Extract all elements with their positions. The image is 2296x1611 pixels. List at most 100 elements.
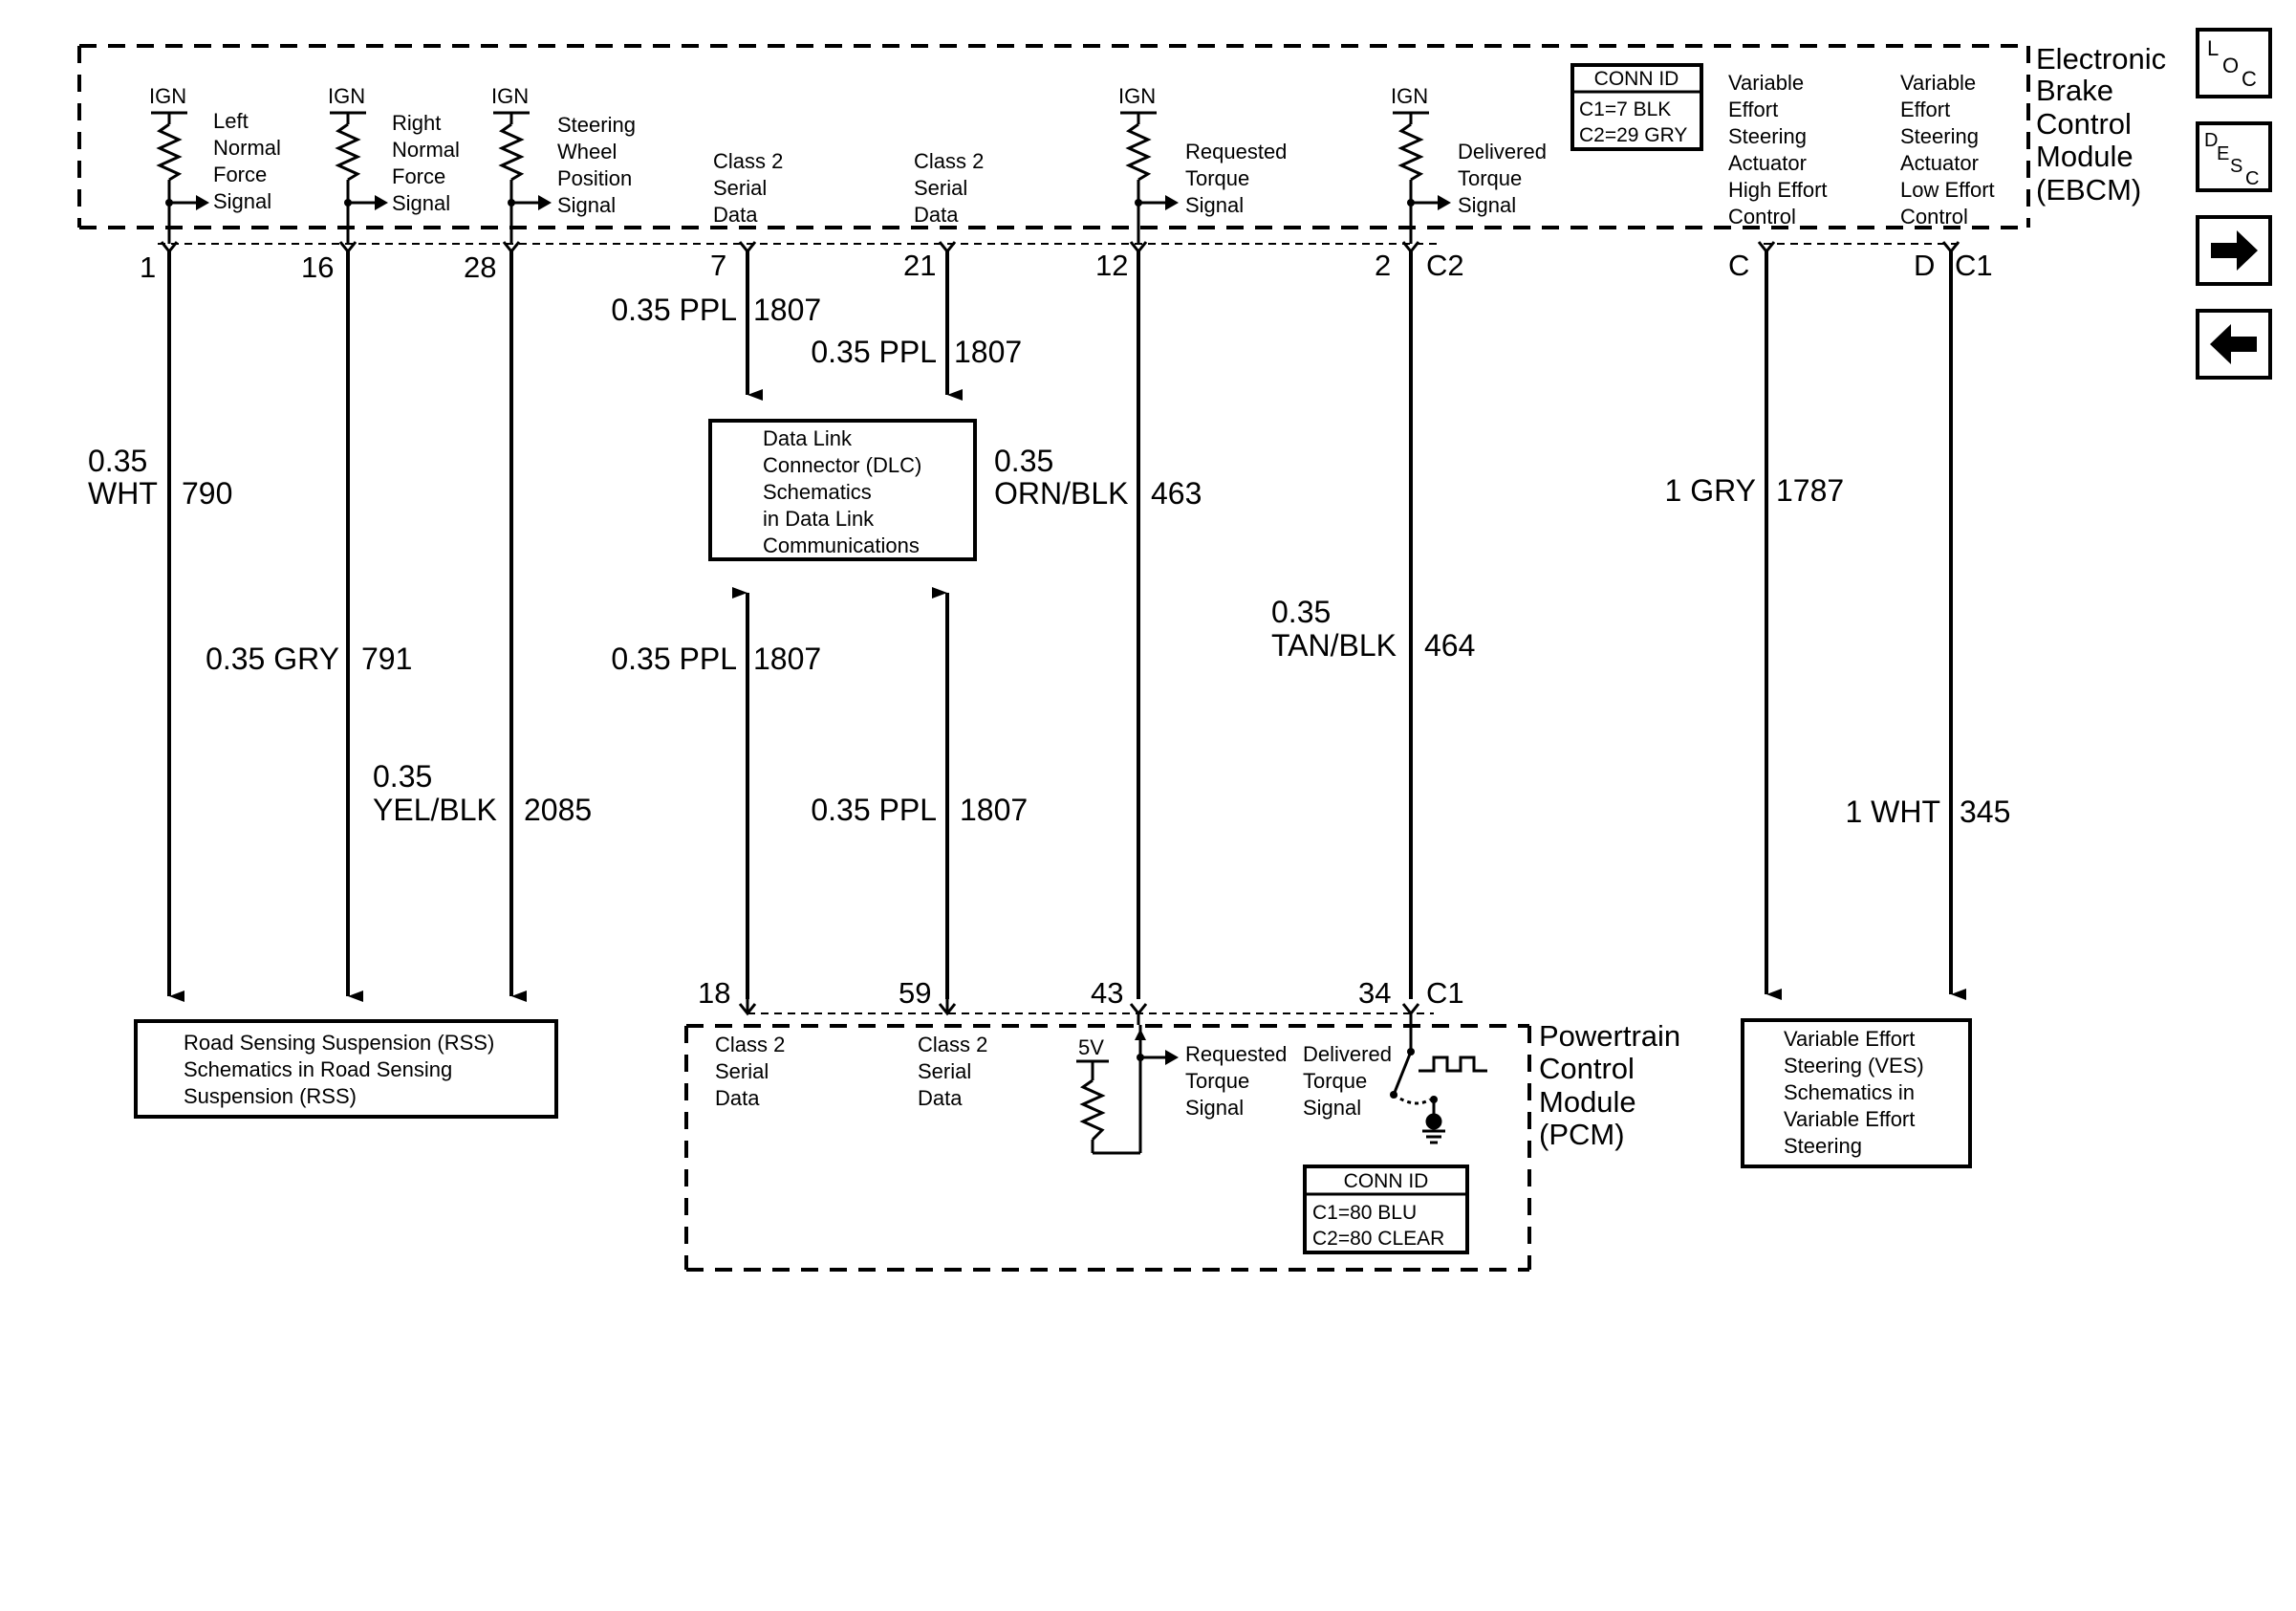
pin-label: 12	[1095, 249, 1128, 282]
pin-label: 21	[903, 249, 936, 282]
back-button[interactable]	[2196, 309, 2272, 380]
connector-label: C1	[1955, 249, 1993, 282]
pcm-delivered-torque-label: Delivered Torque Signal	[1303, 1042, 1397, 1120]
wire-labels: 0.35 WHT 790 0.35 GRY 791 0.35 YEL/BLK 2…	[88, 293, 2010, 829]
rss-reference-box[interactable]: Road Sensing Suspension (RSS) Schematics…	[134, 1019, 558, 1119]
pin-label: 1	[140, 250, 156, 284]
loc-letter: C	[2242, 67, 2257, 91]
pcm-title: Powertrain Control Module (PCM)	[1539, 1019, 1689, 1151]
connector-label: C1	[1426, 976, 1464, 1010]
wire-color: YEL/BLK	[373, 793, 497, 827]
dlc-reference-box[interactable]: Data Link Connector (DLC) Schematics in …	[708, 419, 977, 561]
wire-circuit: 790	[182, 476, 232, 511]
requested-torque-label: Requested Torque Signal	[1185, 140, 1293, 217]
desc-letter: C	[2245, 168, 2259, 189]
connector-forks-bottom	[738, 999, 1420, 1016]
wire-circuit: 1787	[1776, 473, 1844, 508]
signal-arrow-icon	[196, 195, 209, 210]
wire-color: TAN/BLK	[1271, 628, 1397, 663]
ground-icon	[1422, 1113, 1445, 1144]
conn-id-line: C1=80 BLU	[1312, 1202, 1417, 1224]
resistor-icon	[1397, 122, 1424, 182]
wire-circuit: 2085	[524, 793, 592, 827]
wire-gauge-color: 0.35 PPL	[611, 642, 737, 676]
wire-circuit: 1807	[960, 793, 1028, 827]
ign-label: IGN	[149, 84, 186, 108]
pin-label: 34	[1358, 976, 1391, 1010]
wire-color: ORN/BLK	[994, 476, 1128, 511]
ign-label: IGN	[1118, 84, 1156, 108]
loc-letter: L	[2207, 36, 2219, 60]
signal-arrow-icon	[1165, 1050, 1179, 1065]
wire-circuit: 1807	[753, 293, 821, 327]
pcm-requested-torque-label: Requested Torque Signal	[1185, 1042, 1293, 1120]
ebcm-title-line: Brake	[2036, 74, 2113, 107]
pcm-module: Powertrain Control Module (PCM) Class 2 …	[684, 1012, 1689, 1272]
desc-button[interactable]: D E S C	[2196, 121, 2272, 192]
wire-color: WHT	[88, 476, 158, 511]
ign-resistor-4: IGN	[1118, 84, 1179, 244]
ebcm-title: Electronic Brake Control Module (EBCM)	[2036, 42, 2175, 207]
wire-circuit: 1807	[753, 642, 821, 676]
pin-label: 2	[1375, 249, 1391, 282]
signal-arrow-icon	[375, 195, 388, 210]
dlc-box-text: Data Link Connector (DLC) Schematics in …	[763, 426, 927, 557]
conn-id-header: CONN ID	[1594, 68, 1679, 90]
pcm-pins: 18 59 43 34 C1	[698, 976, 1464, 1010]
wire-circuit: 464	[1424, 628, 1475, 663]
ign-resistor-5: IGN	[1391, 84, 1451, 244]
signal-arrow-icon	[538, 195, 552, 210]
wire-gauge-color: 0.35 PPL	[611, 293, 737, 327]
wire-gauge: 0.35	[994, 444, 1053, 478]
ign-resistor-2: IGN	[328, 84, 388, 244]
wire-gauge-color: 0.35 PPL	[811, 335, 937, 369]
ebcm-serial-data-label-2: Class 2 Serial Data	[914, 149, 989, 227]
ebcm-title-line: (EBCM)	[2036, 173, 2141, 207]
steering-wheel-position-label: Steering Wheel Position Signal	[557, 113, 641, 217]
desc-letter: E	[2217, 143, 2229, 164]
wire-circuit: 791	[361, 642, 412, 676]
loc-letter: O	[2222, 54, 2239, 77]
resistor-icon	[1125, 122, 1152, 182]
pcm-conn-id-box: CONN ID C1=80 BLU C2=80 CLEAR	[1303, 1165, 1469, 1254]
desc-letter: D	[2204, 130, 2218, 151]
connector-label: C2	[1426, 249, 1464, 282]
resistor-icon	[498, 122, 525, 182]
rss-box-text: Road Sensing Suspension (RSS) Schematics…	[184, 1031, 500, 1108]
pcm-pwm-driver	[1392, 1013, 1487, 1119]
ign-label: IGN	[491, 84, 529, 108]
arrow-right-icon	[2211, 230, 2258, 271]
pin-label: D	[1914, 249, 1935, 282]
desc-letter: S	[2230, 156, 2242, 177]
ebcm-module: Electronic Brake Control Module (EBCM) C…	[77, 42, 2175, 245]
pin-label: 18	[698, 976, 730, 1010]
ign-resistor-3: IGN	[491, 84, 552, 244]
arrow-up-icon	[1135, 1029, 1146, 1040]
ebcm-pins: 1 16 28 7 21 12 2 C2 C D C1	[140, 249, 1993, 284]
pin-label: 59	[899, 976, 931, 1010]
ves-reference-box[interactable]: Variable Effort Steering (VES) Schematic…	[1741, 1018, 1972, 1168]
wire-gauge: 0.35	[1271, 595, 1331, 629]
conn-id-header: CONN ID	[1344, 1170, 1429, 1192]
conn-id-line: C1=7 BLK	[1579, 98, 1671, 120]
loc-button[interactable]: L O C	[2196, 28, 2272, 98]
pcm-5v-pullup	[1076, 1013, 1165, 1155]
nav-buttons: L O C D E S C	[2196, 28, 2272, 380]
right-normal-force-label: Right Normal Force Signal	[392, 111, 466, 215]
arrow-left-icon	[2210, 324, 2257, 364]
wires	[167, 251, 1966, 1002]
ebcm-conn-id-box: CONN ID C1=7 BLK C2=29 GRY	[1570, 63, 1703, 151]
resistor-icon	[335, 122, 361, 182]
ign-label: IGN	[328, 84, 365, 108]
forward-button[interactable]	[2196, 215, 2272, 286]
pin-label: C	[1728, 249, 1749, 282]
ves-box-text: Variable Effort Steering (VES) Schematic…	[1784, 1027, 1930, 1158]
signal-arrow-icon	[1438, 195, 1451, 210]
wire-gauge: 0.35	[88, 444, 147, 478]
ign-label: IGN	[1391, 84, 1428, 108]
wire-circuit: 463	[1151, 476, 1202, 511]
ebcm-title-line: Module	[2036, 140, 2134, 173]
wire-circuit: 345	[1960, 795, 2010, 829]
resistor-icon	[1079, 1078, 1106, 1142]
